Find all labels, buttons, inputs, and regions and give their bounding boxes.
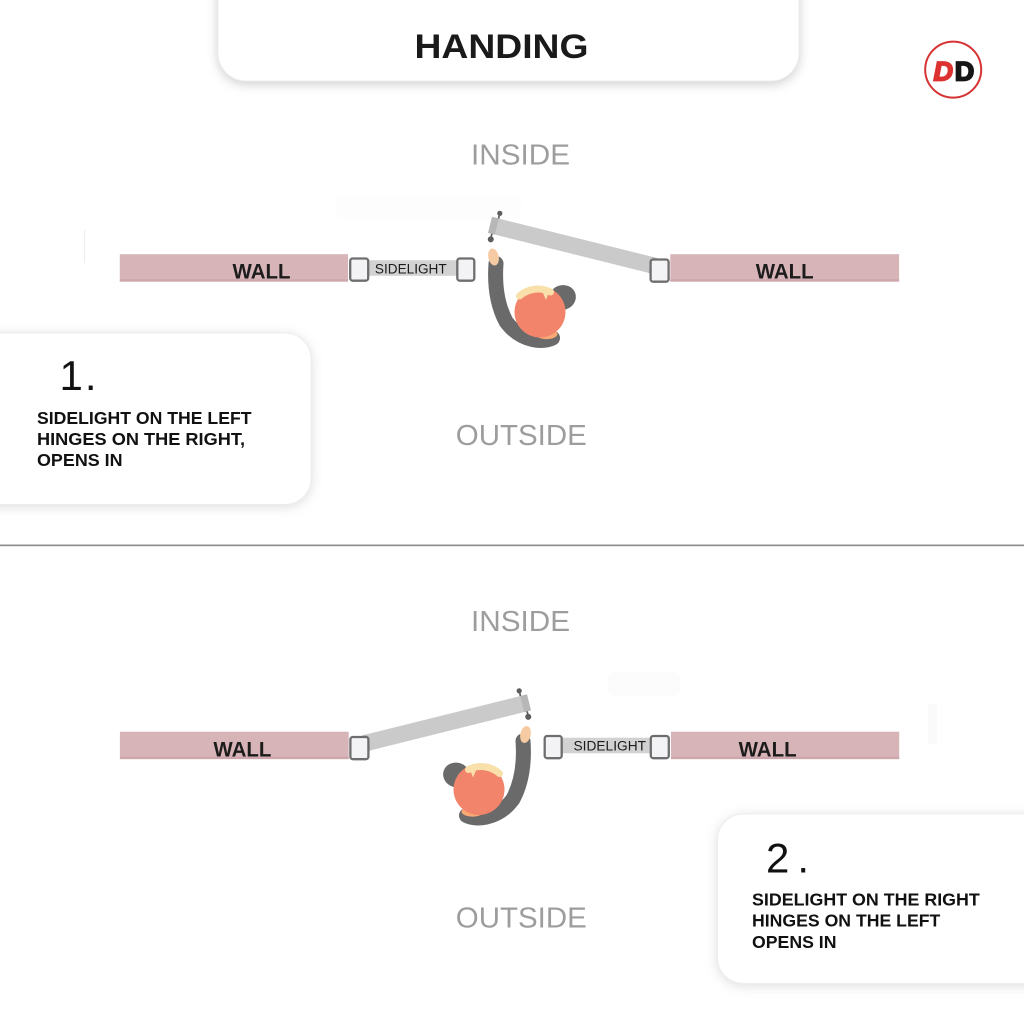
svg-text:WALL: WALL [213, 739, 271, 762]
svg-text:INSIDE: INSIDE [471, 140, 570, 172]
svg-text:WALL: WALL [233, 261, 291, 284]
svg-text:D: D [955, 57, 975, 87]
svg-text:1.: 1. [60, 352, 97, 399]
svg-text:INSIDE: INSIDE [471, 606, 570, 638]
svg-text:OPENS IN: OPENS IN [37, 450, 123, 470]
svg-text:D: D [934, 57, 954, 87]
svg-text:WALL: WALL [739, 739, 797, 762]
svg-text:OUTSIDE: OUTSIDE [456, 903, 587, 935]
svg-text:OUTSIDE: OUTSIDE [456, 420, 587, 452]
svg-text:HINGES ON THE LEFT: HINGES ON THE LEFT [752, 911, 941, 931]
svg-text:2.: 2. [766, 835, 809, 882]
svg-text:SIDELIGHT ON THE LEFT: SIDELIGHT ON THE LEFT [37, 408, 252, 428]
svg-text:HANDING: HANDING [415, 28, 589, 66]
svg-text:WALL: WALL [756, 261, 814, 284]
svg-text:SIDELIGHT ON THE RIGHT: SIDELIGHT ON THE RIGHT [752, 890, 980, 910]
svg-text:SIDELIGHT: SIDELIGHT [375, 262, 447, 277]
svg-text:OPENS IN: OPENS IN [752, 932, 837, 952]
svg-text:HINGES ON THE RIGHT,: HINGES ON THE RIGHT, [37, 429, 245, 449]
svg-text:SIDELIGHT: SIDELIGHT [574, 738, 647, 753]
